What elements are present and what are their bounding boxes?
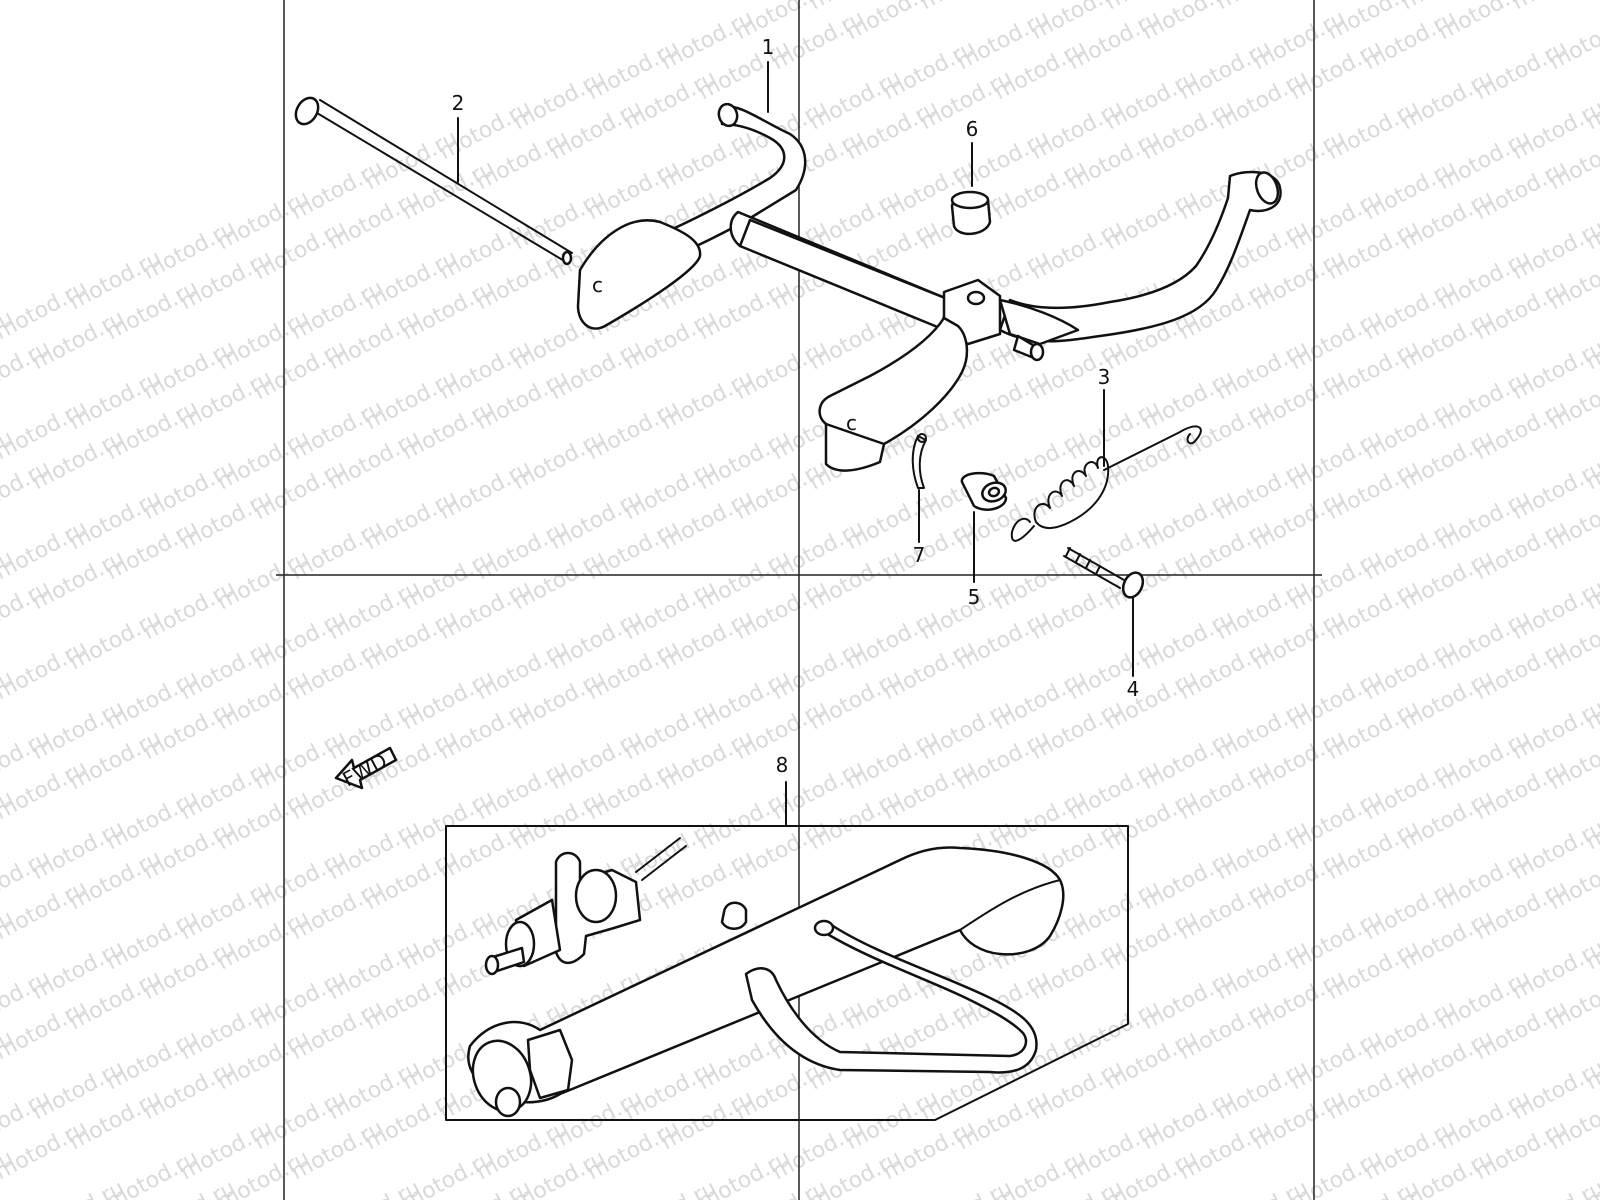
grid-lines <box>276 0 1322 1200</box>
part-8-kit-box[interactable] <box>445 825 1129 1121</box>
part-6-stopper[interactable] <box>950 190 992 235</box>
callout-2: 2 <box>452 91 465 115</box>
watermark-text: motod.ru <box>1508 0 1600 15</box>
main-stand-stamp: c <box>846 411 857 435</box>
part-7-cotter-pin[interactable] <box>911 433 927 489</box>
callout-5: 5 <box>968 585 981 609</box>
main-stand-assembly[interactable]: c <box>818 170 1282 472</box>
watermark-text: motod.ru <box>916 0 1017 15</box>
part-8-kit-contents <box>467 837 1065 1118</box>
callout-6: 6 <box>966 117 979 141</box>
callouts: 1 2 3 4 5 6 7 8 <box>452 35 1140 777</box>
callout-4: 4 <box>1127 677 1140 701</box>
callout-7: 7 <box>913 543 926 567</box>
watermark-text: motod.ru <box>1582 1146 1600 1200</box>
part-3-spring[interactable] <box>1010 425 1202 542</box>
callout-3: 3 <box>1098 365 1111 389</box>
callout-8: 8 <box>776 753 789 777</box>
part-1-stamp: c <box>592 273 603 297</box>
part-2-pivot-pin[interactable] <box>291 94 573 266</box>
part-4-bolt[interactable] <box>1063 547 1147 601</box>
watermark-text: motod.ru <box>1212 0 1313 15</box>
callout-1: 1 <box>762 35 775 59</box>
part-1-stand-bar[interactable]: c <box>576 102 953 330</box>
callout-leaders <box>457 61 1134 827</box>
part-5-collar[interactable] <box>960 471 1008 511</box>
